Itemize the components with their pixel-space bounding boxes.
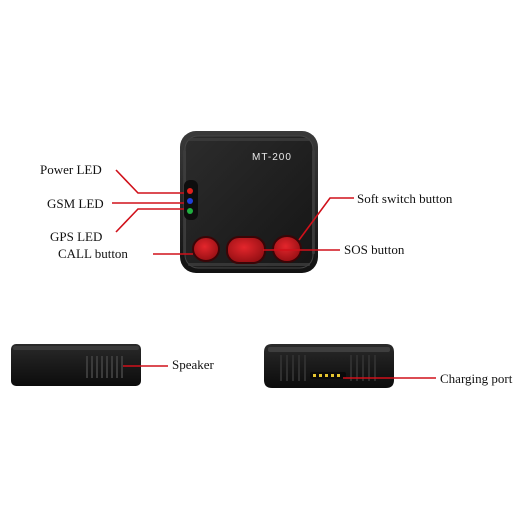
- side-body-charging: [264, 344, 394, 388]
- device-side-speaker: [11, 344, 141, 386]
- device-side-charging: [264, 344, 394, 388]
- label-call-button: CALL button: [58, 246, 128, 261]
- label-sos-button: SOS button: [344, 242, 405, 257]
- model-text: MT-200: [252, 152, 292, 163]
- label-speaker: Speaker: [172, 357, 214, 372]
- side-ribs: [280, 355, 376, 381]
- label-gsm-led: GSM LED: [47, 196, 104, 211]
- side-body-speaker: [11, 344, 141, 386]
- soft-switch-button: [272, 235, 302, 263]
- label-charging-port: Charging port: [440, 371, 513, 386]
- device-texture: [183, 138, 315, 266]
- speaker-grille: [86, 356, 123, 378]
- gsm-led: [187, 198, 193, 204]
- power-led-line: [115, 169, 184, 194]
- soft-switch-line: [298, 197, 354, 241]
- leader-lines-front: [112, 169, 354, 255]
- gps-led-line: [115, 208, 184, 233]
- port-pins: [313, 374, 340, 377]
- sos-button: [226, 236, 266, 264]
- gps-led: [187, 208, 193, 214]
- label-power-led: Power LED: [40, 162, 102, 177]
- call-button: [192, 236, 220, 262]
- power-led: [187, 188, 193, 194]
- label-gps-led: GPS LED: [50, 229, 103, 244]
- device-front-view: [180, 131, 318, 273]
- label-soft-switch-button: Soft switch button: [357, 191, 453, 206]
